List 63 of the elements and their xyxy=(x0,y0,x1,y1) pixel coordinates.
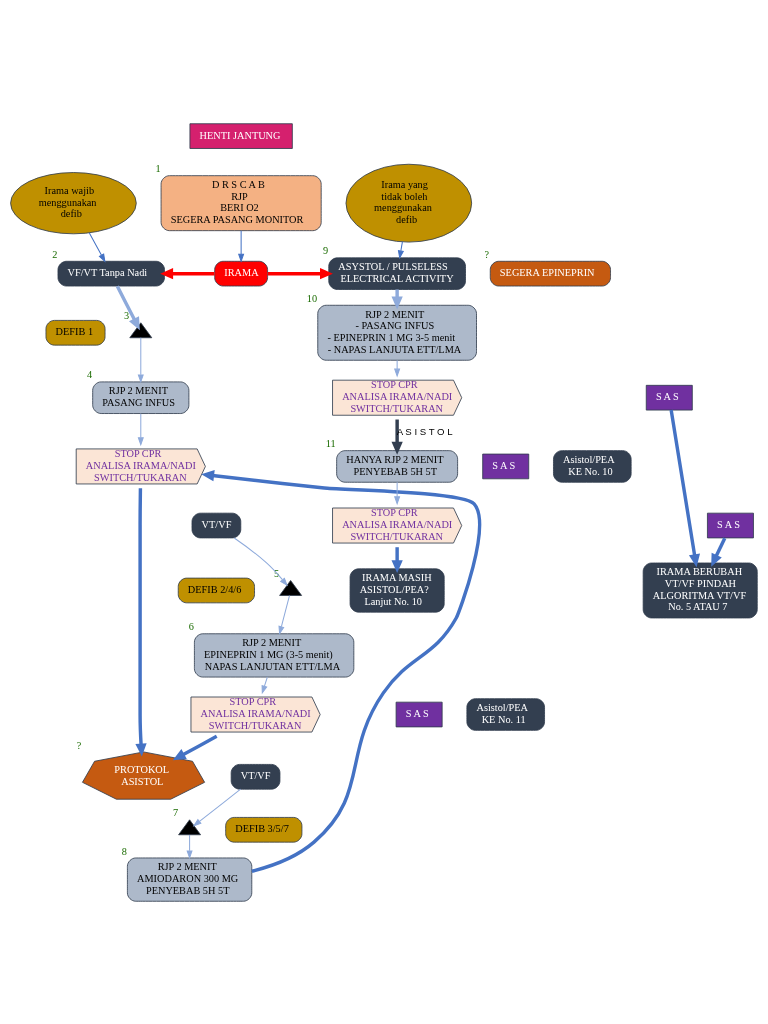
node-box: RJP 2 MENIT PASANG INFUS xyxy=(92,381,190,414)
arrow xyxy=(391,419,403,455)
node-box: Asistol/PEA KE No. 11 xyxy=(466,697,545,731)
node-box: SEGERA EPINEPRIN xyxy=(489,260,611,286)
arrow xyxy=(186,833,193,859)
arrow xyxy=(88,231,106,263)
arrow xyxy=(669,409,701,567)
node-label: 4 xyxy=(87,368,93,380)
node-label: ? xyxy=(484,248,490,260)
arrow xyxy=(394,481,401,505)
node-label: 8 xyxy=(121,845,127,857)
arrow xyxy=(115,285,140,330)
node-box: DEFIB 2/4/6 xyxy=(177,577,255,603)
node-box: HENTI JANTUNG xyxy=(189,122,293,149)
arrow xyxy=(172,734,218,760)
node-box: IRAMA xyxy=(214,260,268,286)
node-box: DEFIB 3/5/7 xyxy=(225,816,303,843)
node-triangle xyxy=(129,321,153,338)
node-box: S A S xyxy=(645,384,693,410)
node-label: 1 xyxy=(155,162,161,174)
arrow xyxy=(278,594,290,635)
node-label: 11 xyxy=(325,437,336,449)
arrow xyxy=(137,412,144,446)
node-label: ? xyxy=(76,739,82,751)
arrow xyxy=(711,536,727,567)
node-label: 9 xyxy=(323,244,329,256)
arrow xyxy=(135,487,147,756)
arrow xyxy=(391,289,403,309)
node-box: S A S xyxy=(707,512,754,538)
node-label: 6 xyxy=(188,620,194,632)
node-box: D R S C A B RJP BERI O2 SEGERA PASANG MONITOR xyxy=(160,174,322,231)
node-box: RJP 2 MENIT EPINEPRIN 1 MG (3-5 menit) NAPAS LANJUTAN ETT/LMA xyxy=(194,632,355,677)
node-box: RJP 2 MENIT AMIODARON 300 MG PENYEBAB 5H 5T xyxy=(127,857,253,902)
node-box: S A S xyxy=(482,453,530,479)
node-box: DEFIB 1 xyxy=(45,319,106,346)
arrow xyxy=(397,240,404,259)
arrow xyxy=(394,359,401,378)
arrow xyxy=(267,267,333,279)
node-label: 7 xyxy=(172,806,179,818)
node-label: 10 xyxy=(306,292,318,304)
node-ellipse: Irama wajib menggunakan defib xyxy=(10,171,137,234)
node-box: RJP 2 MENIT - PASANG INFUS - EPINEPRIN 1 MG 3-5 menit - NAPAS LANJUTA ETT/LMA xyxy=(317,304,477,361)
node-box: ASYSTOL / PULSELESS ELECTRICAL ACTIVITY xyxy=(328,256,466,290)
node-box: IRAMA BERUBAH VT/VF PINDAH ALGORITMA VT/VF No. 5 ATAU 7 xyxy=(642,562,758,618)
node-box: S A S xyxy=(395,701,443,727)
arrow xyxy=(233,536,288,586)
node-box: Asistol/PEA KE No. 10 xyxy=(553,449,632,483)
arrow xyxy=(238,229,245,263)
node-box: IRAMA MASIH ASISTOL/PEA? Lanjut No. 10 xyxy=(349,567,445,613)
arrow xyxy=(192,788,242,827)
arrow xyxy=(160,267,215,279)
node-label: 2 xyxy=(52,248,58,260)
arrow xyxy=(201,469,482,873)
node-box: VT/VF xyxy=(230,763,281,790)
node-box: VF/VT Tanpa Nadi xyxy=(57,260,165,286)
arrow xyxy=(261,676,268,694)
node-ellipse: Irama yang tidak boleh menggunakan defib xyxy=(345,163,473,242)
node-box: VT/VF xyxy=(191,512,242,538)
arrow xyxy=(137,336,144,383)
node-label: 3 xyxy=(124,309,130,321)
arrow xyxy=(391,546,403,573)
node-box: HANYA RJP 2 MENIT PENYEBAB 5H 5T xyxy=(336,449,459,483)
node-label: 5 xyxy=(273,567,280,579)
